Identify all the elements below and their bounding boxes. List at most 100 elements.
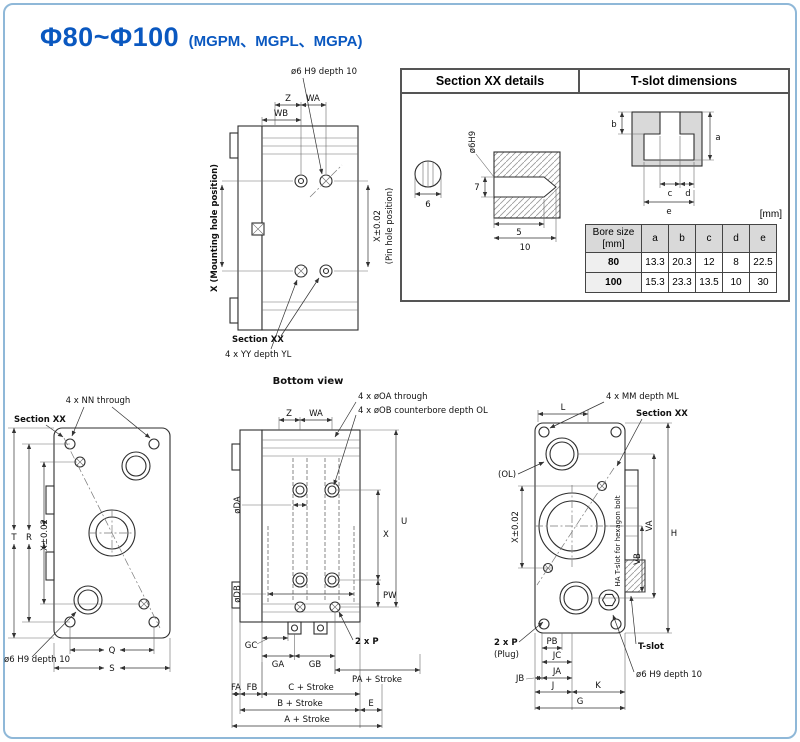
dim-q: Q — [109, 646, 116, 656]
table-cell: 15.3 — [641, 272, 669, 293]
dim-a: a — [715, 133, 720, 143]
bottom-view-body — [229, 125, 359, 331]
dim-x: X — [383, 530, 389, 540]
table-header-bore-line1: Bore size — [592, 227, 635, 238]
dim-fa: FA — [231, 683, 241, 693]
dim-x-pin: X±0.02 — [40, 519, 50, 551]
table-cell: 22.5 — [749, 252, 777, 273]
bottom-view-holes — [294, 164, 343, 278]
table-cell-bore: 100 — [585, 272, 642, 293]
bottom-view-caption: Bottom view — [273, 376, 344, 387]
table-cell: 30 — [749, 272, 777, 293]
dim-jb: JB — [515, 674, 525, 684]
dim-r: R — [26, 533, 32, 543]
dim-j: J — [551, 681, 555, 691]
port-label: 2 x P — [355, 637, 379, 647]
tslot-dimension-table: Bore size[mm] a b c d e 80 13.3 20.3 12 … — [585, 224, 777, 293]
dim-da: øDA — [233, 496, 243, 514]
dim-wa: WA — [309, 409, 323, 419]
front-view-drawing: 4 x NN through Section XX T R X±0.02 ø6 … — [4, 396, 171, 674]
table-cell: 23.3 — [668, 272, 696, 293]
dim-gc: GC — [245, 641, 258, 651]
dim-7: 7 — [474, 183, 479, 193]
dim-u: U — [401, 517, 407, 527]
mounting-hole-position-label: X (Mounting hole position) — [210, 164, 220, 292]
details-panel-header: Section XX details T-slot dimensions — [402, 70, 788, 94]
details-panel: Section XX details T-slot dimensions ø6H… — [400, 68, 790, 302]
tslot-dimensions-header: T-slot dimensions — [578, 70, 788, 92]
table-cell: 13.5 — [695, 272, 723, 293]
dim-wb: WB — [274, 109, 288, 119]
nn-through-label: 4 x NN through — [66, 396, 131, 406]
table-cell: 20.3 — [668, 252, 696, 273]
title-series: (MGPM、MGPL、MGPA) — [188, 33, 363, 50]
side-view-dimensions — [231, 401, 421, 729]
dim-z: Z — [285, 94, 291, 104]
dim-ja: JA — [552, 667, 561, 677]
dim-wa: WA — [306, 94, 320, 104]
pin-hole-label: ø6 H9 depth 10 — [4, 655, 70, 665]
dim-jc: JC — [552, 651, 562, 661]
dim-g: G — [577, 697, 584, 707]
table-cell: 12 — [695, 252, 723, 273]
pin-hole-label: ø6 H9 depth 10 — [636, 670, 702, 680]
dim-vb: VB — [633, 553, 643, 565]
pin-position-label: (Pin hole position) — [385, 188, 395, 265]
dim-t: T — [10, 533, 17, 543]
ol-label: (OL) — [498, 470, 516, 480]
tslot-profile-drawing: b a c d e — [611, 111, 721, 217]
dim-e: e — [666, 207, 671, 217]
dim-fb: FB — [247, 683, 258, 693]
section-xx-label: Section XX — [14, 415, 66, 425]
table-cell-bore: 80 — [585, 252, 642, 273]
front-view-body — [45, 427, 171, 639]
table-cell: 10 — [722, 272, 750, 293]
section-details-drawing: ø6H9 7 6 5 10 — [414, 131, 561, 253]
plug-port-label: 2 x P — [494, 638, 518, 648]
table-row: 80 13.3 20.3 12 8 22.5 — [585, 252, 777, 273]
oa-through-label: 4 x øOA through — [358, 392, 428, 402]
dim-pb: PB — [547, 637, 558, 647]
dim-l: L — [561, 403, 566, 413]
dim-pa-stroke: PA + Stroke — [352, 675, 402, 685]
dim-ga: GA — [272, 660, 285, 670]
top-view-dimensions — [517, 401, 672, 711]
tslot-label: T-slot — [638, 642, 664, 652]
table-header-bore-line2: [mm] — [602, 238, 625, 250]
table-header-row: Bore size[mm] a b c d e — [585, 224, 777, 253]
dim-a-stroke: A + Stroke — [284, 715, 329, 725]
table-cell: 13.3 — [641, 252, 669, 273]
tslot-dimension-lines — [618, 111, 714, 206]
section-xx-label: Section XX — [232, 335, 284, 345]
plug-label: (Plug) — [494, 650, 519, 660]
table-header-d: d — [722, 224, 750, 253]
dim-pw: PW — [383, 591, 397, 601]
table-header-a: a — [641, 224, 669, 253]
dim-5: 5 — [516, 228, 521, 238]
dim-k: K — [595, 681, 601, 691]
table-row: 100 15.3 23.3 13.5 10 30 — [585, 272, 777, 293]
table-header-c: c — [695, 224, 723, 253]
side-view-drawing: Z WA 4 x øOA through 4 x øOB counterbore… — [231, 392, 488, 729]
table-header-bore: Bore size[mm] — [585, 224, 642, 253]
top-view-body — [534, 422, 646, 634]
units-label: [mm] — [759, 209, 782, 220]
section-xx-label: Section XX — [636, 409, 688, 419]
dim-10: 10 — [520, 243, 531, 253]
pin-dim-label: X±0.02 — [373, 210, 383, 242]
table-header-b: b — [668, 224, 696, 253]
dim-s: S — [109, 664, 114, 674]
dim-c: c — [668, 189, 673, 199]
dim-e: E — [368, 699, 373, 709]
pin-hole-label: ø6 H9 depth 10 — [291, 67, 357, 77]
dim-d: d — [685, 189, 690, 199]
pin-hole-section — [475, 151, 561, 242]
dim-db: øDB — [233, 585, 243, 603]
bottom-view-drawing: ø6 H9 depth 10 Z WA WB X (Mounting hole … — [210, 67, 395, 387]
dim-z: Z — [286, 409, 292, 419]
mm-depth-label: 4 x MM depth ML — [606, 392, 679, 402]
top-view-drawing: L 4 x MM depth ML Section XX (OL) X±0.02… — [494, 392, 702, 711]
section-details-header: Section XX details — [435, 74, 545, 88]
front-view-dimensions — [8, 406, 171, 672]
page-title: Φ80~Φ100 (MGPM、MGPL、MGPA) — [40, 22, 363, 53]
